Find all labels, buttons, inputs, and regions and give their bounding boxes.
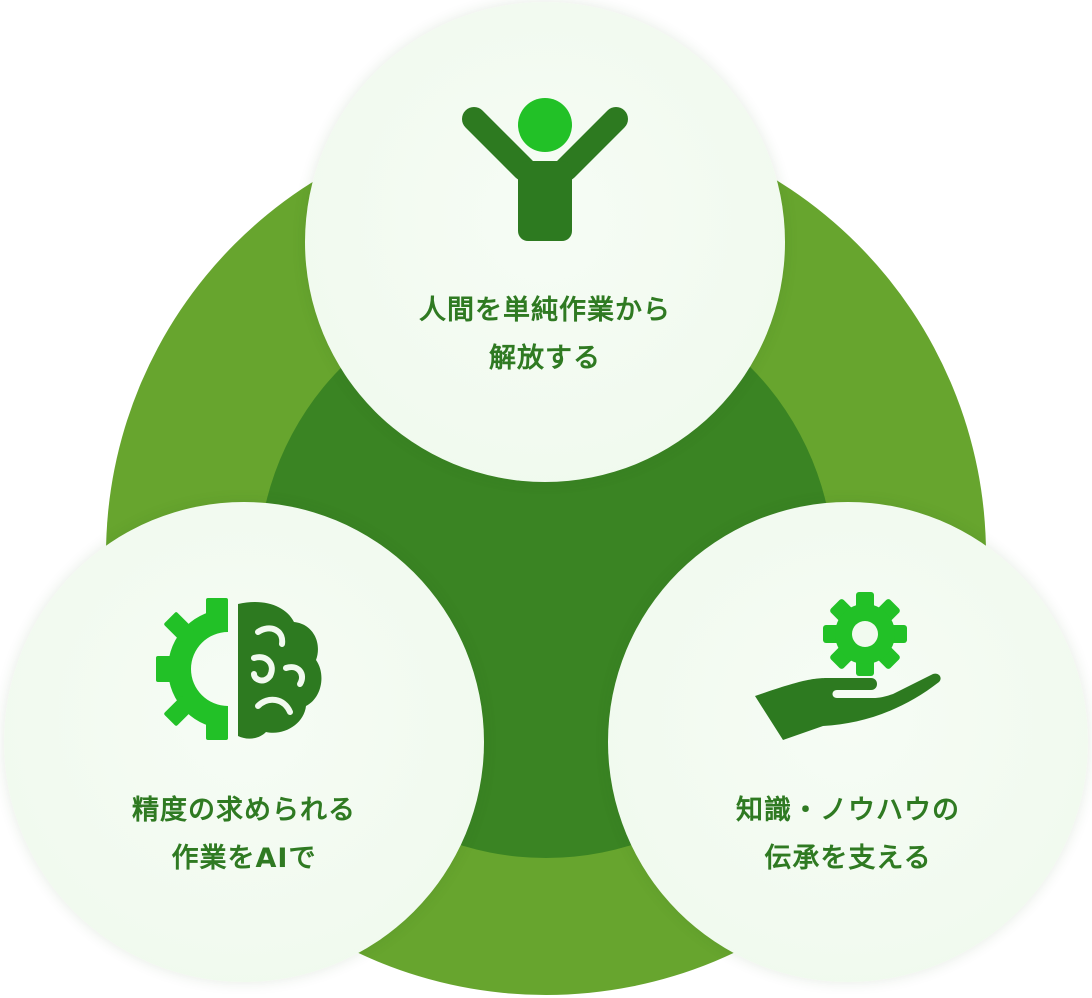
- person-raising-arms-icon: [462, 98, 628, 241]
- label-line-2: 作業をAIで: [171, 843, 317, 874]
- node-top: 人間を単純作業から 解放する: [305, 2, 785, 482]
- label-line-1: 精度の求められる: [132, 795, 356, 826]
- label-line-2: 伝承を支える: [764, 843, 932, 874]
- label-line-1: 人間を単純作業から: [419, 295, 671, 326]
- label-line-2: 解放する: [489, 343, 601, 374]
- node-right-label: 知識・ノウハウの 伝承を支える: [668, 787, 1028, 883]
- node-left-label: 精度の求められる 作業をAIで: [64, 787, 424, 883]
- node-top-label: 人間を単純作業から 解放する: [365, 287, 725, 383]
- hand-gear-icon: [755, 592, 941, 740]
- gear-brain-icon: [156, 598, 322, 740]
- label-line-1: 知識・ノウハウの: [736, 795, 960, 826]
- node-right: 知識・ノウハウの 伝承を支える: [608, 502, 1088, 982]
- node-left: 精度の求められる 作業をAIで: [4, 502, 484, 982]
